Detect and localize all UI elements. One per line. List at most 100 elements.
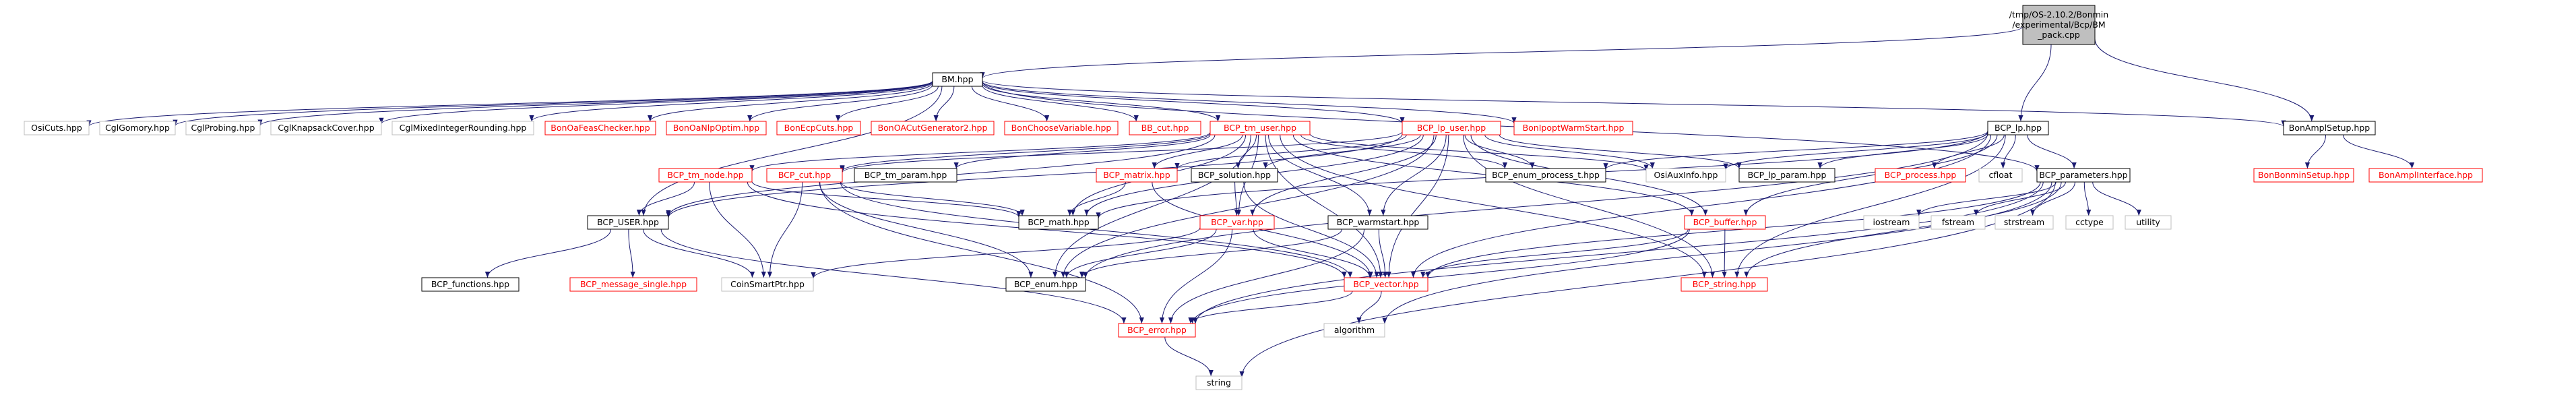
node-algorithm: algorithm bbox=[1323, 323, 1385, 338]
node-coinsmart: CoinSmartPtr.hpp bbox=[721, 277, 814, 292]
node-label: BonAmplSetup.hpp bbox=[2289, 123, 2370, 133]
node-label: OsiAuxInfo.hpp bbox=[1654, 170, 1718, 180]
node-label: utility bbox=[2136, 217, 2160, 227]
node-stringh[interactable]: BCP_string.hpp bbox=[1680, 277, 1768, 292]
node-box bbox=[2368, 168, 2483, 183]
edge-cut-to-enumh bbox=[819, 181, 1034, 278]
node-bbcut[interactable]: BB_cut.hpp bbox=[1129, 121, 1201, 135]
edge-tmnode-to-user bbox=[636, 181, 695, 216]
node-msgsingle[interactable]: BCP_message_single.hpp bbox=[569, 277, 697, 292]
edge-cut-to-mathh bbox=[840, 181, 1025, 216]
edge-tmuser-to-enumproc bbox=[1300, 134, 1507, 169]
node-lpuser[interactable]: BCP_lp_user.hpp bbox=[1402, 121, 1501, 135]
node-lpparam[interactable]: BCP_lp_param.hpp bbox=[1738, 168, 1835, 183]
node-label: BCP_tm_user.hpp bbox=[1224, 123, 1296, 133]
node-mathh[interactable]: BCP_math.hpp bbox=[1018, 215, 1099, 230]
node-user[interactable]: BCP_USER.hpp bbox=[587, 215, 669, 230]
node-box bbox=[185, 121, 261, 135]
edge-warmstart-to-vector bbox=[1378, 228, 1388, 278]
node-box bbox=[421, 277, 520, 292]
edge-bm_hpp-to-cglknapsack bbox=[379, 81, 933, 125]
edge-lpuser-to-vector bbox=[1386, 134, 1449, 278]
node-box bbox=[1096, 168, 1178, 183]
edge-user-to-functions bbox=[484, 228, 612, 278]
edge-bonampl-to-amplinterface bbox=[2342, 134, 2415, 169]
node-bonchoose[interactable]: BonChooseVariable.hpp bbox=[1004, 121, 1119, 135]
node-label: fstream bbox=[1942, 217, 1974, 227]
node-bcplp[interactable]: BCP_lp.hpp bbox=[1987, 121, 2049, 135]
node-cut[interactable]: BCP_cut.hpp bbox=[766, 168, 843, 183]
node-bonoanlp[interactable]: BonOaNlpOptim.hpp bbox=[666, 121, 767, 135]
node-box bbox=[1513, 121, 1633, 135]
node-box bbox=[1402, 121, 1501, 135]
node-params[interactable]: BCP_parameters.hpp bbox=[2036, 168, 2131, 183]
node-bonipopt[interactable]: BonIpoptWarmStart.hpp bbox=[1513, 121, 1633, 135]
node-error[interactable]: BCP_error.hpp bbox=[1118, 323, 1196, 338]
node-osiaux: OsiAuxInfo.hpp bbox=[1645, 168, 1726, 183]
node-buffer[interactable]: BCP_buffer.hpp bbox=[1684, 215, 1766, 230]
node-bonecp[interactable]: BonEcpCuts.hpp bbox=[776, 121, 861, 135]
node-bonoacut[interactable]: BonOACutGenerator2.hpp bbox=[871, 121, 995, 135]
node-root[interactable]: /tmp/OS-2.10.2/Bonmin/experimental/Bcp/B… bbox=[2009, 5, 2108, 45]
edge-bcplp-to-enumh bbox=[1083, 133, 1988, 278]
edge-bm_hpp-to-bonoafeas bbox=[648, 82, 933, 122]
node-functions[interactable]: BCP_functions.hpp bbox=[421, 277, 520, 292]
edge-tmnode-to-mathh bbox=[751, 181, 1022, 218]
node-tmparam[interactable]: BCP_tm_param.hpp bbox=[854, 168, 957, 183]
node-bonminsetup[interactable]: BonBonminSetup.hpp bbox=[2253, 168, 2354, 183]
node-box bbox=[1199, 215, 1275, 230]
node-cctype: cctype bbox=[2065, 215, 2114, 230]
edge-params-to-error bbox=[1193, 181, 2044, 324]
node-cglgomory: CglGomory.hpp bbox=[99, 121, 176, 135]
edge-bm_hpp-to-cglprobing bbox=[257, 81, 933, 126]
node-label: BCP_solution.hpp bbox=[1198, 170, 1271, 180]
edge-bcplp-to-osiaux bbox=[1723, 132, 1988, 170]
node-box bbox=[2125, 215, 2172, 230]
edge-tmuser-to-warmstart bbox=[1268, 134, 1373, 216]
edge-buffer-to-error bbox=[1190, 228, 1690, 324]
edge-error-to-string bbox=[1164, 336, 1214, 377]
node-label: BonBonminSetup.hpp bbox=[2258, 170, 2350, 180]
node-label: BCP_cut.hpp bbox=[778, 170, 831, 180]
node-label: BonOaFeasChecker.hpp bbox=[551, 123, 650, 133]
edge-tmuser-to-tmparam bbox=[953, 134, 1211, 169]
node-box bbox=[391, 121, 534, 135]
node-enumh[interactable]: BCP_enum.hpp bbox=[1005, 277, 1086, 292]
edge-bcplp-to-params bbox=[2027, 134, 2077, 169]
edge-solution-to-vector bbox=[1243, 181, 1379, 278]
node-label: BCP_enum_process_t.hpp bbox=[1492, 170, 1600, 180]
node-tmuser[interactable]: BCP_tm_user.hpp bbox=[1210, 121, 1311, 135]
edge-bm_hpp-to-bonchoose bbox=[971, 86, 1050, 122]
node-box bbox=[569, 277, 697, 292]
node-tmnode[interactable]: BCP_tm_node.hpp bbox=[658, 168, 753, 183]
node-box bbox=[1863, 215, 1920, 230]
node-solution[interactable]: BCP_solution.hpp bbox=[1191, 168, 1278, 183]
node-bonoafeas[interactable]: BonOaFeasChecker.hpp bbox=[544, 121, 656, 135]
node-box bbox=[1005, 277, 1086, 292]
node-process[interactable]: BCP_process.hpp bbox=[1875, 168, 1966, 183]
edge-buffer-to-stringh bbox=[1722, 228, 1727, 278]
node-label: BCP_functions.hpp bbox=[431, 279, 509, 289]
node-box bbox=[658, 168, 753, 183]
node-label: CoinSmartPtr.hpp bbox=[730, 279, 805, 289]
node-box bbox=[776, 121, 861, 135]
node-bm_hpp[interactable]: BM.hpp bbox=[932, 72, 983, 87]
node-box bbox=[1930, 215, 1986, 230]
node-matrix[interactable]: BCP_matrix.hpp bbox=[1096, 168, 1178, 183]
node-bonampl[interactable]: BonAmplSetup.hpp bbox=[2283, 121, 2376, 135]
edge-bm_hpp-to-bonipopt bbox=[982, 81, 1517, 124]
node-label: BCP_var.hpp bbox=[1211, 217, 1263, 227]
node-amplinterface[interactable]: BonAmplInterface.hpp bbox=[2368, 168, 2483, 183]
node-vector[interactable]: BCP_vector.hpp bbox=[1344, 277, 1428, 292]
node-warmstart[interactable]: BCP_warmstart.hpp bbox=[1327, 215, 1428, 230]
node-var[interactable]: BCP_var.hpp bbox=[1199, 215, 1275, 230]
node-label: CglGomory.hpp bbox=[105, 123, 170, 133]
node-string: string bbox=[1195, 375, 1243, 390]
node-enumproc[interactable]: BCP_enum_process_t.hpp bbox=[1485, 168, 1606, 183]
node-label: BCP_message_single.hpp bbox=[580, 279, 687, 289]
edge-solution-to-var bbox=[1234, 181, 1240, 216]
edge-lpuser-to-var bbox=[1250, 134, 1437, 216]
edge-params-to-stringh bbox=[1744, 181, 2062, 278]
edge-bcplp-to-vector bbox=[1410, 134, 1992, 278]
